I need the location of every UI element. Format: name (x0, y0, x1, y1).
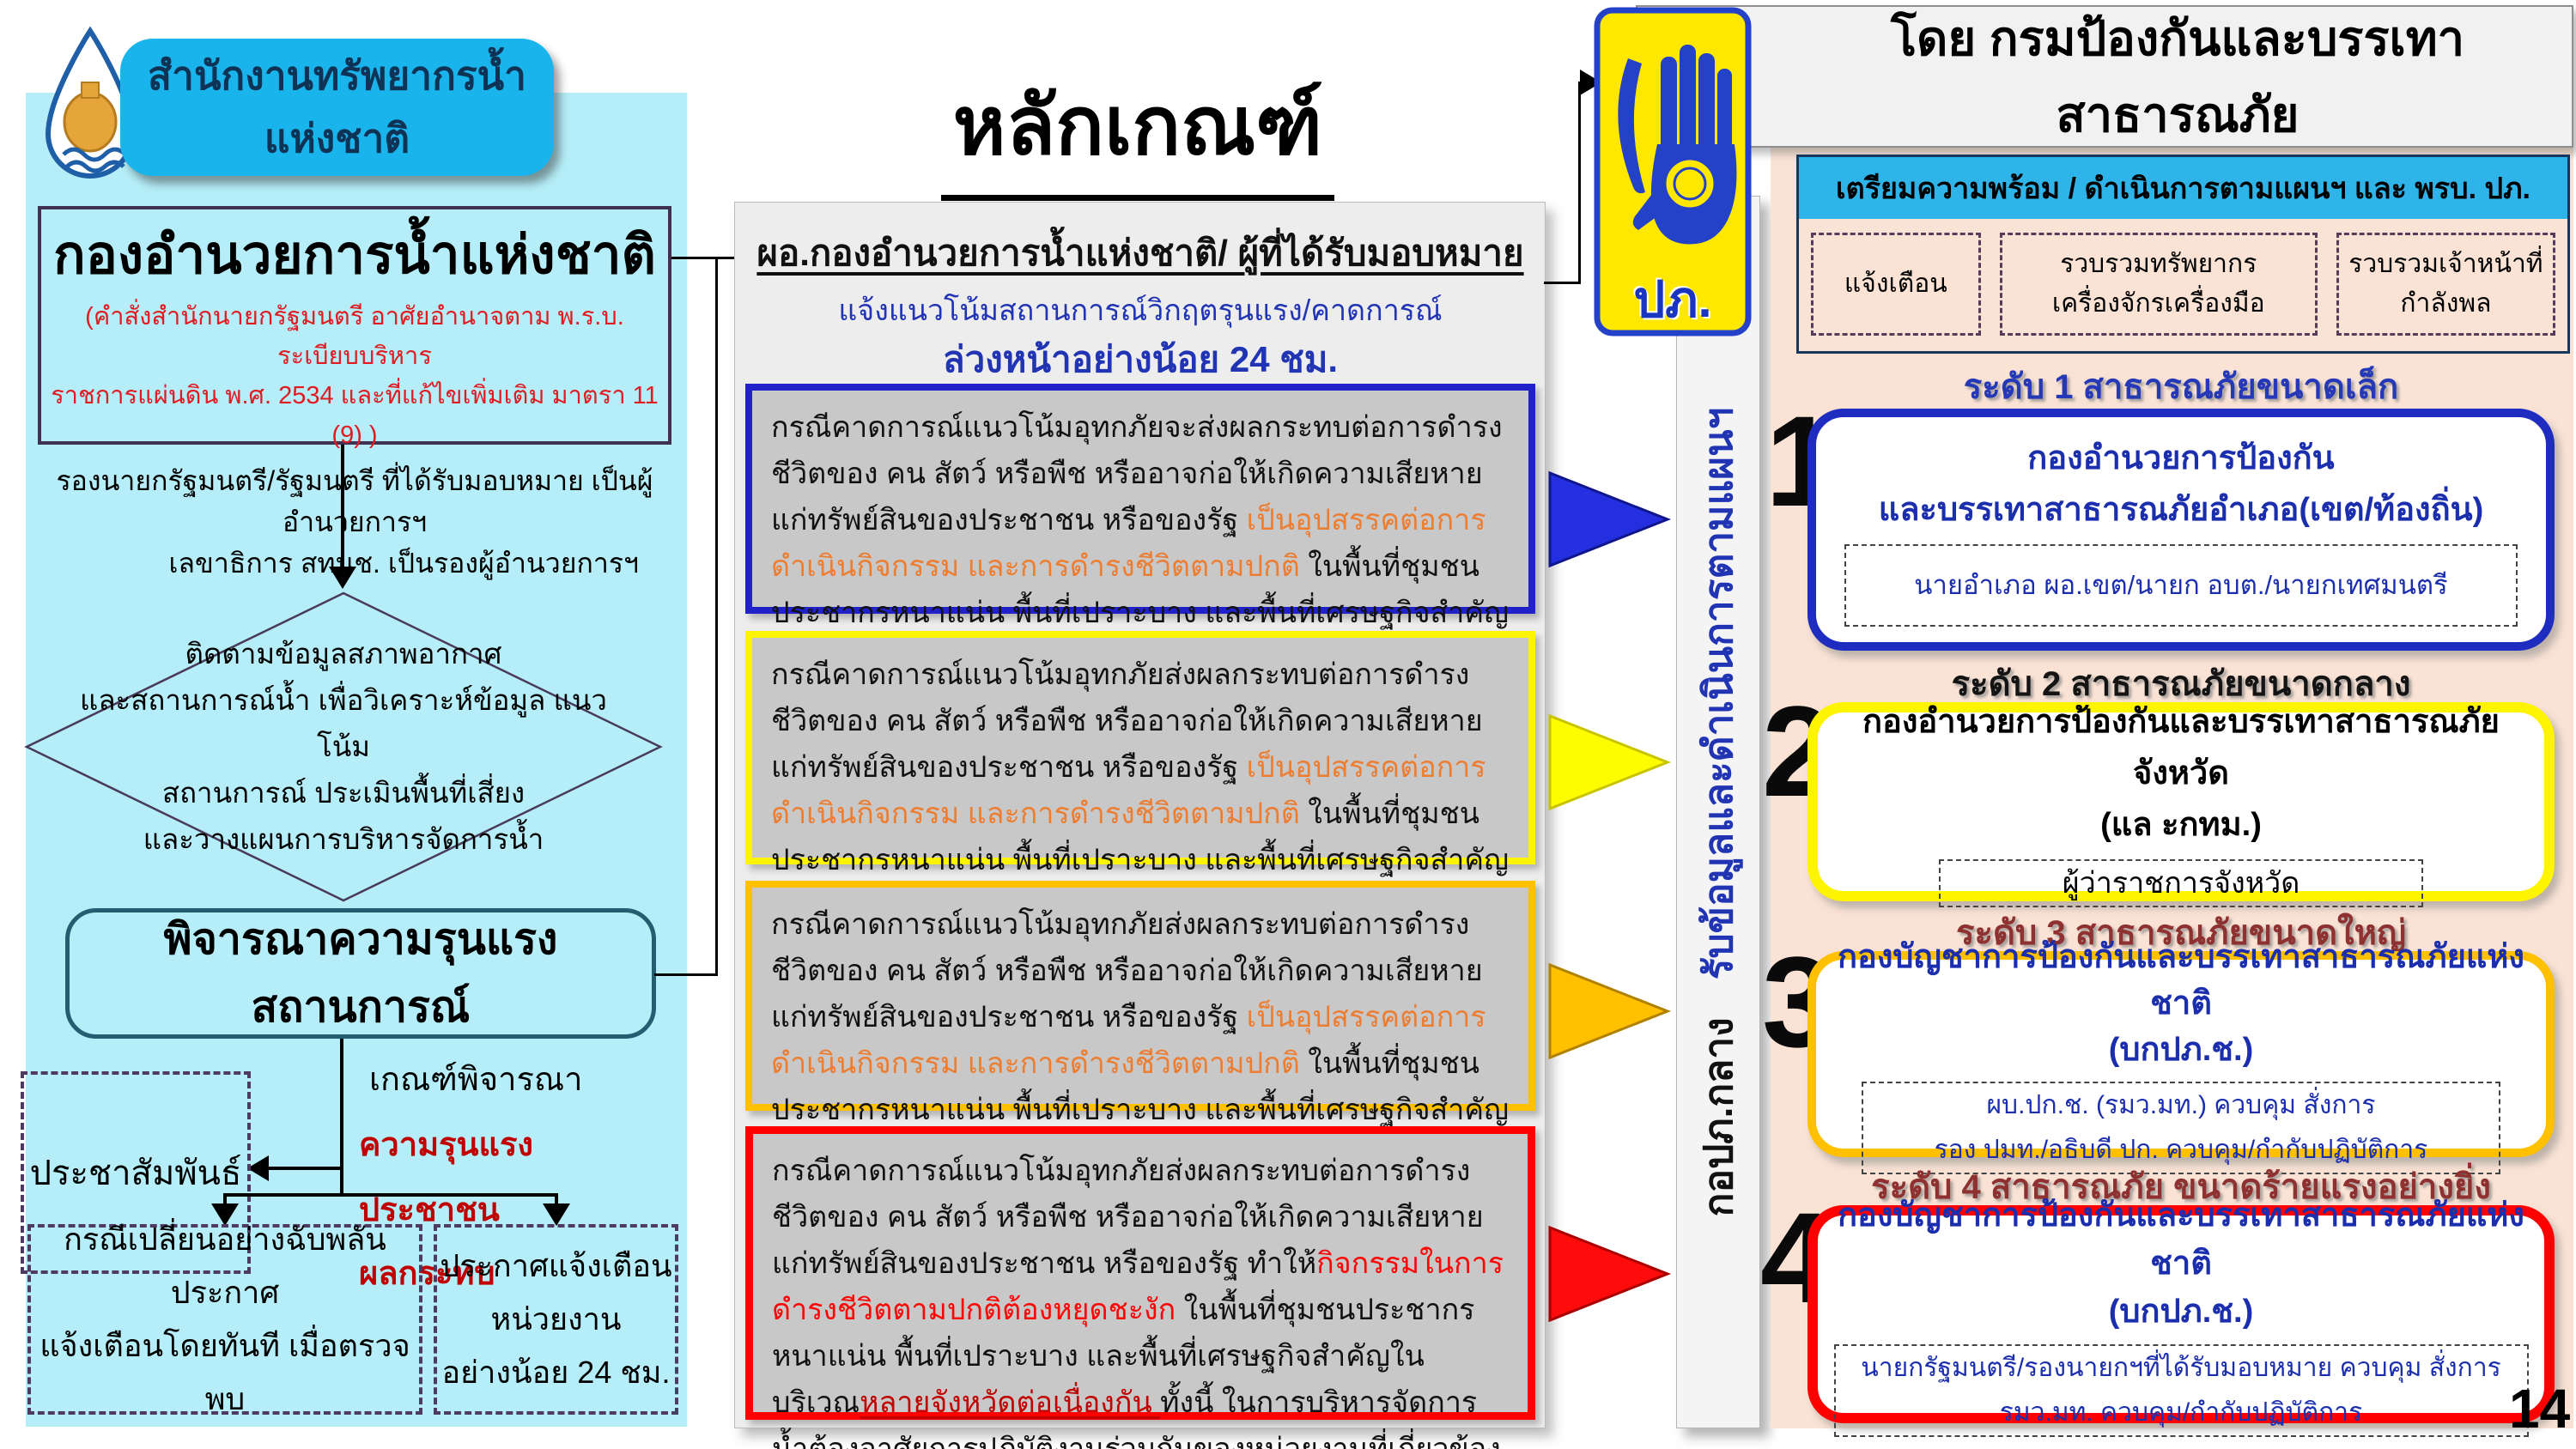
central-dpm-name: กอปภ.กลาง (1695, 1017, 1741, 1217)
criteria-label: เกณฑ์พิจารณา (369, 1062, 583, 1098)
level2-arrow-icon (1547, 711, 1672, 818)
connector-line (715, 257, 718, 976)
level3-title: กองบัญชาการป้องกันและบรรเทาสาธารณภัยแห่ง… (1838, 939, 2524, 1068)
criteria-item-people: ประชาชน (359, 1192, 500, 1228)
command-box-decree: (คำสั่งสำนักนายกรัฐมนตรี อาศัยอำนาจตาม พ… (51, 303, 659, 449)
onwr-agency-pill: สำนักงานทรัพยากรน้ำแห่งชาติ (120, 39, 554, 176)
split-drop-left (223, 1193, 227, 1205)
level2-label: ระดับ 2 สาธารณภัยขนาดกลาง (1951, 665, 2411, 703)
level2-box: กองอำนวยการป้องกันและบรรเทาสาธารณภัยจังห… (1807, 702, 2555, 907)
dpm-connector-line (1578, 82, 1581, 284)
command-box-role1: รองนายกรัฐมนตรี/รัฐมนตรี ที่ได้รับมอบหมา… (56, 465, 653, 537)
preparation-box: เตรียมความพร้อม / ดำเนินการตามแผนฯ และ พ… (1796, 155, 2570, 354)
level4-title: กองบัญชาการป้องกันและบรรเทาสาธารณภัยแห่ง… (1838, 1197, 2524, 1330)
level4-label: ระดับ 4 สาธารณภัย ขนาดร้ายแรงอย่างยิ่ง (1871, 1168, 2491, 1206)
page-number: 14 (2509, 1378, 2571, 1440)
announce-24h-box: ประกาศแจ้งเตือนหน่วยงานอย่างน้อย 24 ชม. (434, 1224, 678, 1415)
criteria-item-impact: ผลกระทบ (359, 1256, 495, 1292)
level4-officials: นายกรัฐมนตรี/รองนายกฯที่ได้รับมอบหมาย คว… (1833, 1344, 2529, 1437)
notify-trend-line: แจ้งแนวโน้มสถานการณ์วิกฤตรุนแรง/คาดการณ์ (838, 294, 1443, 327)
connector-line (654, 973, 718, 976)
case-level2-box: กรณีคาดการณ์แนวโน้มอุทกภัยส่งผลกระทบต่อก… (745, 631, 1535, 923)
level3-label: ระดับ 3 สาธารณภัยขนาดใหญ่ (1955, 914, 2407, 952)
level4-arrow-icon (1547, 1222, 1672, 1330)
level2-title: กองอำนวยการป้องกันและบรรเทาสาธารณภัยจังห… (1862, 704, 2500, 843)
level1-arrow-icon (1547, 468, 1672, 575)
level3-box: กองบัญชาการป้องกันและบรรเทาสาธารณภัยแห่ง… (1807, 939, 2555, 1174)
arrow-left-icon (247, 1155, 269, 1181)
dpm-header-label: โดย กรมป้องกันและบรรเทาสาธารณภัย (1890, 11, 2465, 142)
connector-line (671, 257, 734, 259)
command-box-role2: เลขาธิการ สทนช. เป็นรองผู้อำนวยการฯ (168, 548, 639, 579)
level1-label: ระดับ 1 สาธารณภัยขนาดเล็ก (1963, 368, 2399, 406)
dpm-logo-text: ปภ. (1633, 271, 1712, 328)
monitor-diamond-text: ติดตามข้อมูลสภาพอากาศและสถานการณ์น้ำ เพื… (80, 638, 607, 855)
level1-title: กองอำนวยการป้องกันและบรรเทาสาธารณภัยอำเภ… (1878, 440, 2484, 528)
level4-box: กองบัญชาการป้องกันและบรรเทาสาธารณภัยแห่ง… (1807, 1197, 2555, 1437)
main-title-wrap: หลักเกณฑ์ (859, 67, 1417, 201)
dpm-header: โดย กรมป้องกันและบรรเทาสาธารณภัย (1636, 5, 2573, 148)
onwr-logo-icon (36, 26, 144, 206)
prep-staff-box: รวบรวมเจ้าหน้าที่กำลังพล (2336, 233, 2556, 336)
consider-severity-box: พิจารณาความรุนแรงสถานการณ์ (65, 908, 656, 1039)
criteria-stem-line (340, 1039, 343, 1197)
prep-warn-box: แจ้งเตือน (1811, 233, 1981, 336)
preparation-bar: เตรียมความพร้อม / ดำเนินการตามแผนฯ และ พ… (1799, 157, 2567, 219)
main-title: หลักเกณฑ์ (940, 62, 1335, 201)
prep-resources-box: รวบรวมทรัพยากรเครื่องจักรเครื่องมือ (1999, 233, 2318, 336)
public-relations-label: ประชาสัมพันธ์ (29, 1155, 242, 1192)
director-heading: ผอ.กองอำนวยการน้ำแห่งชาติ/ ผู้ที่ได้รับม… (756, 233, 1524, 273)
level3-officials: ผบ.ปก.ช. (รมว.มท.) ควบคุม สั่งการรอง ปมท… (1862, 1082, 2500, 1174)
level1-officials: นายอำเภอ ผอ.เขต/นายก อบต./นายกเทศมนตรี (1844, 544, 2518, 627)
arrow-down-icon (329, 567, 356, 589)
sudden-change-box: กรณีเปลี่ยนอย่างฉับพลัน ประกาศแจ้งเตือนโ… (27, 1222, 422, 1416)
central-dpm-bar-text: กอปภ.กลาง รับข้อมูลและดำเนินการตามแผนฯ (1677, 197, 1759, 1428)
arrow-down-icon (211, 1203, 239, 1226)
flow-line (341, 445, 344, 567)
case-level3-box: กรณีคาดการณ์แนวโน้มอุทกภัยส่งผลกระทบต่อก… (745, 881, 1535, 1173)
public-relations-box: ประชาสัมพันธ์ (21, 1071, 251, 1274)
notify-advance-line: ล่วงหน้าอย่างน้อย 24 ชม. (942, 339, 1339, 379)
case-level1-box: กรณีคาดการณ์แนวโน้มอุทกภัยจะส่งผลกระทบต่… (745, 384, 1535, 676)
level1-box: กองอำนวยการป้องกันและบรรเทาสาธารณภัยอำเภ… (1807, 409, 2555, 651)
national-water-command-box: กองอำนวยการน้ำแห่งชาติ (คำสั่งสำนักนายกร… (38, 206, 671, 579)
level2-officials: ผู้ว่าราชการจังหวัด (1939, 859, 2423, 907)
central-dpm-action: รับข้อมูลและดำเนินการตามแผนฯ (1695, 407, 1741, 980)
dpm-logo-icon: ปภ. (1594, 7, 1752, 336)
command-box-title: กองอำนวยการน้ำแห่งชาติ (53, 226, 656, 285)
split-line (223, 1193, 558, 1197)
onwr-agency-label: สำนักงานทรัพยากรน้ำแห่งชาติ (148, 53, 526, 161)
arrow-down-icon (543, 1203, 570, 1226)
dpm-connector-line (1544, 282, 1580, 284)
consider-severity-label: พิจารณาความรุนแรงสถานการณ์ (163, 915, 558, 1031)
pr-arrow-line (266, 1167, 340, 1170)
central-dpm-bar: กอปภ.กลาง รับข้อมูลและดำเนินการตามแผนฯ (1676, 196, 1760, 1428)
criteria-item-severity: ความรุนแรง (359, 1127, 533, 1163)
level3-arrow-icon (1547, 960, 1672, 1067)
monitor-diamond: ติดตามข้อมูลสภาพอากาศและสถานการณ์น้ำ เพื… (24, 591, 663, 903)
case-level4-box: กรณีคาดการณ์แนวโน้มอุทกภัยส่งผลกระทบต่อก… (745, 1126, 1535, 1449)
split-drop-right (555, 1193, 558, 1205)
